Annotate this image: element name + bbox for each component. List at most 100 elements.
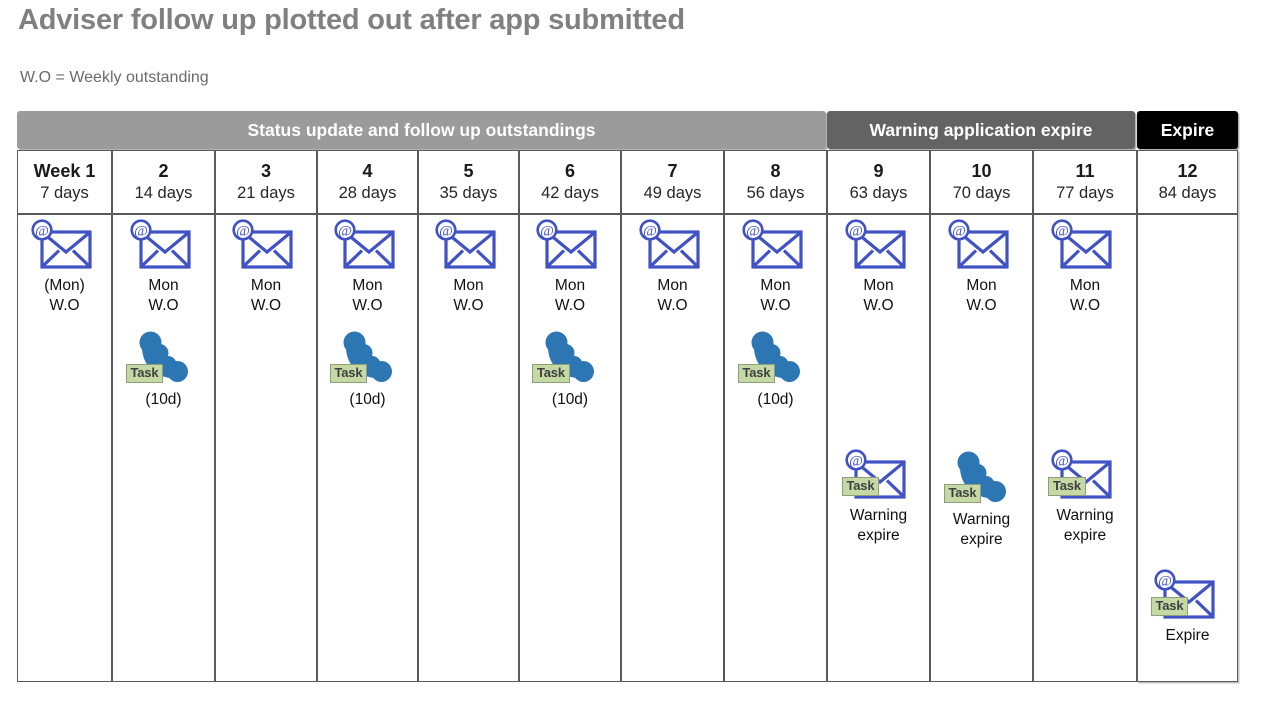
email-icon-glyph: @: [741, 219, 803, 269]
item-caption: Mon W.O: [352, 277, 383, 314]
timeline-cell-week-8[interactable]: @ Mon W.O Task (10d): [724, 214, 827, 682]
timeline-table: Status update and follow up outstandings…: [17, 111, 1239, 682]
week-header-cell-9: 9 63 days: [827, 150, 930, 214]
email-icon[interactable]: @: [28, 219, 102, 271]
task-badge[interactable]: Task: [737, 364, 776, 383]
timeline-item[interactable]: Task (10d): [113, 331, 214, 410]
timeline-cell-week-6[interactable]: @ Mon W.O Task (10d): [519, 214, 621, 682]
timeline-item[interactable]: @ Mon W.O: [828, 219, 929, 315]
week-header-cell-7: 7 49 days: [621, 150, 724, 214]
timeline-item[interactable]: @ Mon W.O: [931, 219, 1032, 315]
timeline-cell-week-9[interactable]: @ Mon W.O @ Task Warning expire: [827, 214, 930, 682]
task-badge[interactable]: Task: [125, 364, 164, 383]
item-caption: Mon W.O: [1069, 277, 1101, 314]
item-caption: Warning expire: [849, 507, 908, 544]
timeline-item[interactable]: @ Mon W.O: [318, 219, 417, 315]
email-icon[interactable]: @ Task: [1150, 569, 1225, 621]
week-number: 2: [158, 161, 169, 182]
item-caption: Warning expire: [952, 511, 1011, 548]
email-icon[interactable]: @: [533, 219, 607, 271]
phone-icon[interactable]: Task: [943, 451, 1014, 505]
email-icon-glyph: @: [333, 219, 395, 269]
week-day-count: 77 days: [1056, 183, 1114, 202]
timeline-item[interactable]: @ Mon W.O: [216, 219, 316, 315]
timeline-item[interactable]: Task (10d): [318, 331, 417, 410]
week-number: 9: [873, 161, 884, 182]
phone-icon[interactable]: Task: [125, 331, 196, 385]
svg-text:@: @: [1055, 223, 1069, 239]
timeline-cell-week-3[interactable]: @ Mon W.O: [215, 214, 317, 682]
phone-icon[interactable]: Task: [532, 331, 602, 385]
week-number: 10: [971, 161, 992, 182]
email-icon[interactable]: @ Task: [1048, 449, 1122, 501]
task-badge[interactable]: Task: [841, 477, 880, 496]
timeline-item[interactable]: @ Mon W.O: [622, 219, 723, 315]
phone-icon[interactable]: Task: [737, 331, 808, 385]
task-badge[interactable]: Task: [532, 364, 570, 383]
item-caption: Mon W.O: [453, 277, 484, 314]
timeline-item[interactable]: @ Task Expire: [1138, 569, 1237, 646]
task-badge[interactable]: Task: [943, 484, 982, 503]
svg-text:@: @: [540, 223, 554, 239]
svg-text:@: @: [952, 223, 966, 239]
svg-text:@: @: [849, 453, 863, 469]
item-caption: Mon W.O: [250, 277, 282, 314]
svg-text:@: @: [643, 223, 657, 239]
task-badge[interactable]: Task: [1150, 597, 1189, 616]
svg-text:@: @: [1055, 453, 1069, 469]
svg-text:@: @: [439, 223, 453, 239]
email-icon[interactable]: @: [432, 219, 506, 271]
timeline-cell-week-11[interactable]: @ Mon W.O @ Task Warning expire: [1033, 214, 1137, 682]
timeline-item[interactable]: @ Mon W.O: [1034, 219, 1136, 315]
timeline-item[interactable]: Task (10d): [520, 331, 620, 410]
item-caption: Expire: [1165, 627, 1210, 644]
email-icon-glyph: @: [638, 219, 700, 269]
email-icon-glyph: @: [232, 219, 293, 269]
timeline-cell-week-5[interactable]: @ Mon W.O: [418, 214, 519, 682]
email-icon[interactable]: @: [229, 219, 303, 271]
item-caption: Mon W.O: [148, 277, 179, 314]
email-icon-glyph: @: [844, 219, 906, 269]
timeline-item[interactable]: @ Mon W.O: [113, 219, 214, 315]
week-day-count: 14 days: [134, 183, 193, 202]
timeline-item[interactable]: @ Mon W.O: [725, 219, 826, 315]
timeline-item[interactable]: @ Task Warning expire: [828, 449, 929, 545]
phone-icon[interactable]: Task: [329, 331, 400, 385]
week-number: 4: [362, 161, 373, 182]
week-number: 6: [564, 161, 575, 182]
email-icon[interactable]: @: [945, 219, 1019, 271]
timeline-item[interactable]: Task Warning expire: [931, 451, 1032, 549]
timeline-item[interactable]: Task (10d): [725, 331, 826, 410]
timeline-item[interactable]: @ Mon W.O: [520, 219, 620, 315]
timeline-cell-week-7[interactable]: @ Mon W.O: [621, 214, 724, 682]
email-icon[interactable]: @: [331, 219, 405, 271]
item-caption: Mon W.O: [554, 277, 586, 314]
timeline-cell-week-10[interactable]: @ Mon W.O Task Warning expire: [930, 214, 1033, 682]
item-caption: (10d): [551, 391, 589, 408]
phone-icon-glyph: [751, 331, 800, 382]
timeline-cell-week-1[interactable]: @ (Mon) W.O: [17, 214, 112, 682]
item-caption: (Mon) W.O: [44, 277, 85, 314]
phone-icon-glyph: [957, 451, 1006, 502]
email-icon[interactable]: @: [842, 219, 916, 271]
svg-text:@: @: [338, 223, 352, 239]
item-caption: (10d): [349, 391, 386, 408]
timeline-item[interactable]: @ Mon W.O: [419, 219, 518, 315]
task-badge[interactable]: Task: [329, 364, 368, 383]
email-icon[interactable]: @: [636, 219, 710, 271]
email-icon[interactable]: @ Task: [841, 449, 916, 501]
task-badge[interactable]: Task: [1048, 477, 1086, 496]
email-icon[interactable]: @: [1048, 219, 1122, 271]
email-icon[interactable]: @: [127, 219, 201, 271]
timeline-cell-week-12[interactable]: @ Task Expire: [1137, 214, 1238, 682]
email-icon-glyph: @: [536, 219, 597, 269]
timeline-item[interactable]: @ Task Warning expire: [1034, 449, 1136, 545]
timeline-cell-week-2[interactable]: @ Mon W.O Task (10d): [112, 214, 215, 682]
email-icon[interactable]: @: [739, 219, 813, 271]
week-day-count: 49 days: [643, 183, 702, 202]
timeline-item[interactable]: @ (Mon) W.O: [18, 219, 111, 315]
item-caption: (10d): [757, 391, 794, 408]
timeline-cell-week-4[interactable]: @ Mon W.O Task (10d): [317, 214, 418, 682]
week-number: Week 1: [33, 161, 96, 182]
